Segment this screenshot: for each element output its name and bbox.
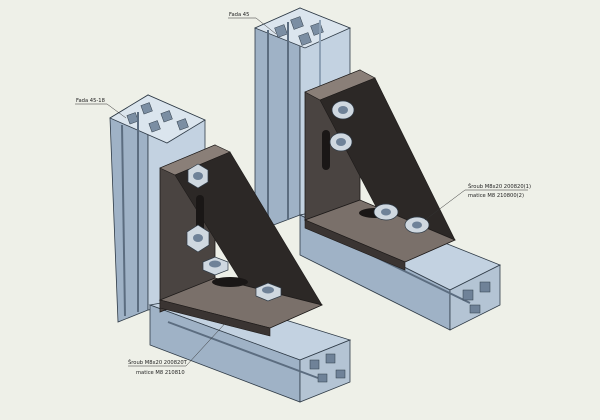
callout-screw-right: Šroub M8x20 200820(1) matice M8 210800(2… bbox=[424, 183, 531, 221]
left-assembly bbox=[109, 94, 352, 403]
label-screw-left-line1: Šroub M8x20 200820T bbox=[128, 359, 188, 366]
label-profile-right: Fada 45 bbox=[229, 12, 249, 18]
callout-profile-right: Fada 45 bbox=[228, 12, 277, 35]
right-assembly bbox=[253, 7, 501, 331]
label-screw-right-line2: matice M8 210800(2) bbox=[468, 193, 524, 199]
label-profile-left: Fada 45-18 bbox=[76, 98, 105, 104]
left-fasteners bbox=[186, 163, 282, 302]
left-screw-4 bbox=[255, 282, 282, 302]
right-screw-3 bbox=[373, 203, 399, 221]
callout-profile-left: Fada 45-18 bbox=[75, 98, 127, 119]
left-screw-3 bbox=[202, 256, 229, 276]
left-screw-1 bbox=[187, 163, 209, 189]
left-screw-2 bbox=[186, 224, 210, 253]
left-angle-bracket bbox=[158, 144, 324, 337]
right-screw-1 bbox=[331, 100, 355, 120]
label-screw-right-line1: Šroub M8x20 200820(1) bbox=[468, 183, 531, 190]
callout-screw-left: Šroub M8x20 200820T matice M8 210810 bbox=[128, 317, 231, 376]
right-screw-2 bbox=[329, 132, 353, 152]
right-screw-4 bbox=[404, 216, 430, 234]
label-screw-left-line2: matice M8 210810 bbox=[136, 370, 185, 376]
right-fasteners bbox=[329, 100, 430, 234]
